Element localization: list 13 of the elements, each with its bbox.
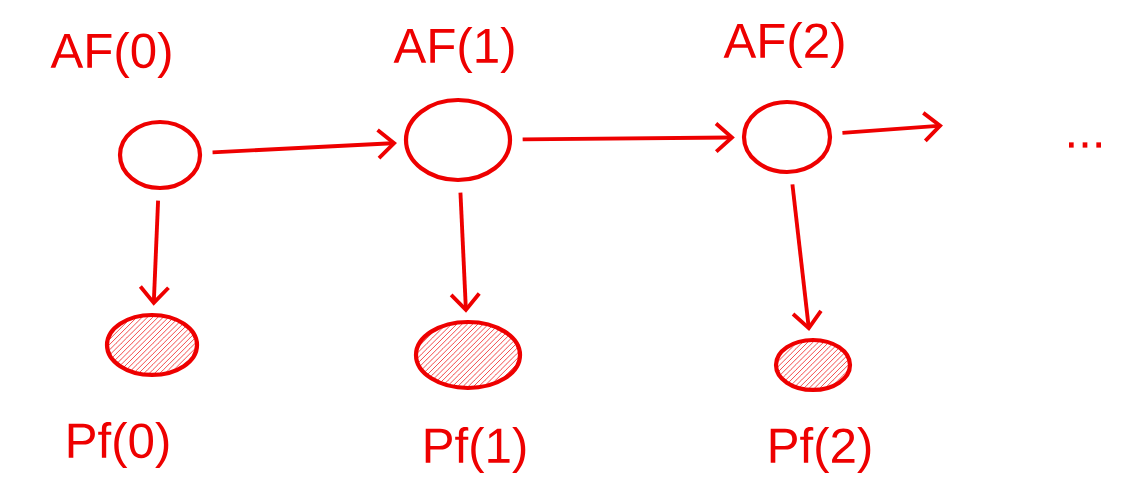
node-label: AF(2) — [723, 22, 844, 68]
node-label: AF(0) — [50, 32, 171, 78]
arrow — [842, 111, 943, 143]
node-label: AF(1) — [393, 27, 514, 73]
ellipsis-label: ... — [1069, 142, 1102, 148]
node-label: Pf(1) — [425, 427, 526, 473]
node-label: Pf(0) — [68, 422, 169, 468]
arrow — [138, 200, 170, 306]
arrow — [790, 184, 823, 331]
arrow — [522, 122, 735, 154]
arrow — [449, 192, 481, 313]
arrow — [212, 128, 397, 160]
node-label: Pf(2) — [770, 427, 871, 473]
